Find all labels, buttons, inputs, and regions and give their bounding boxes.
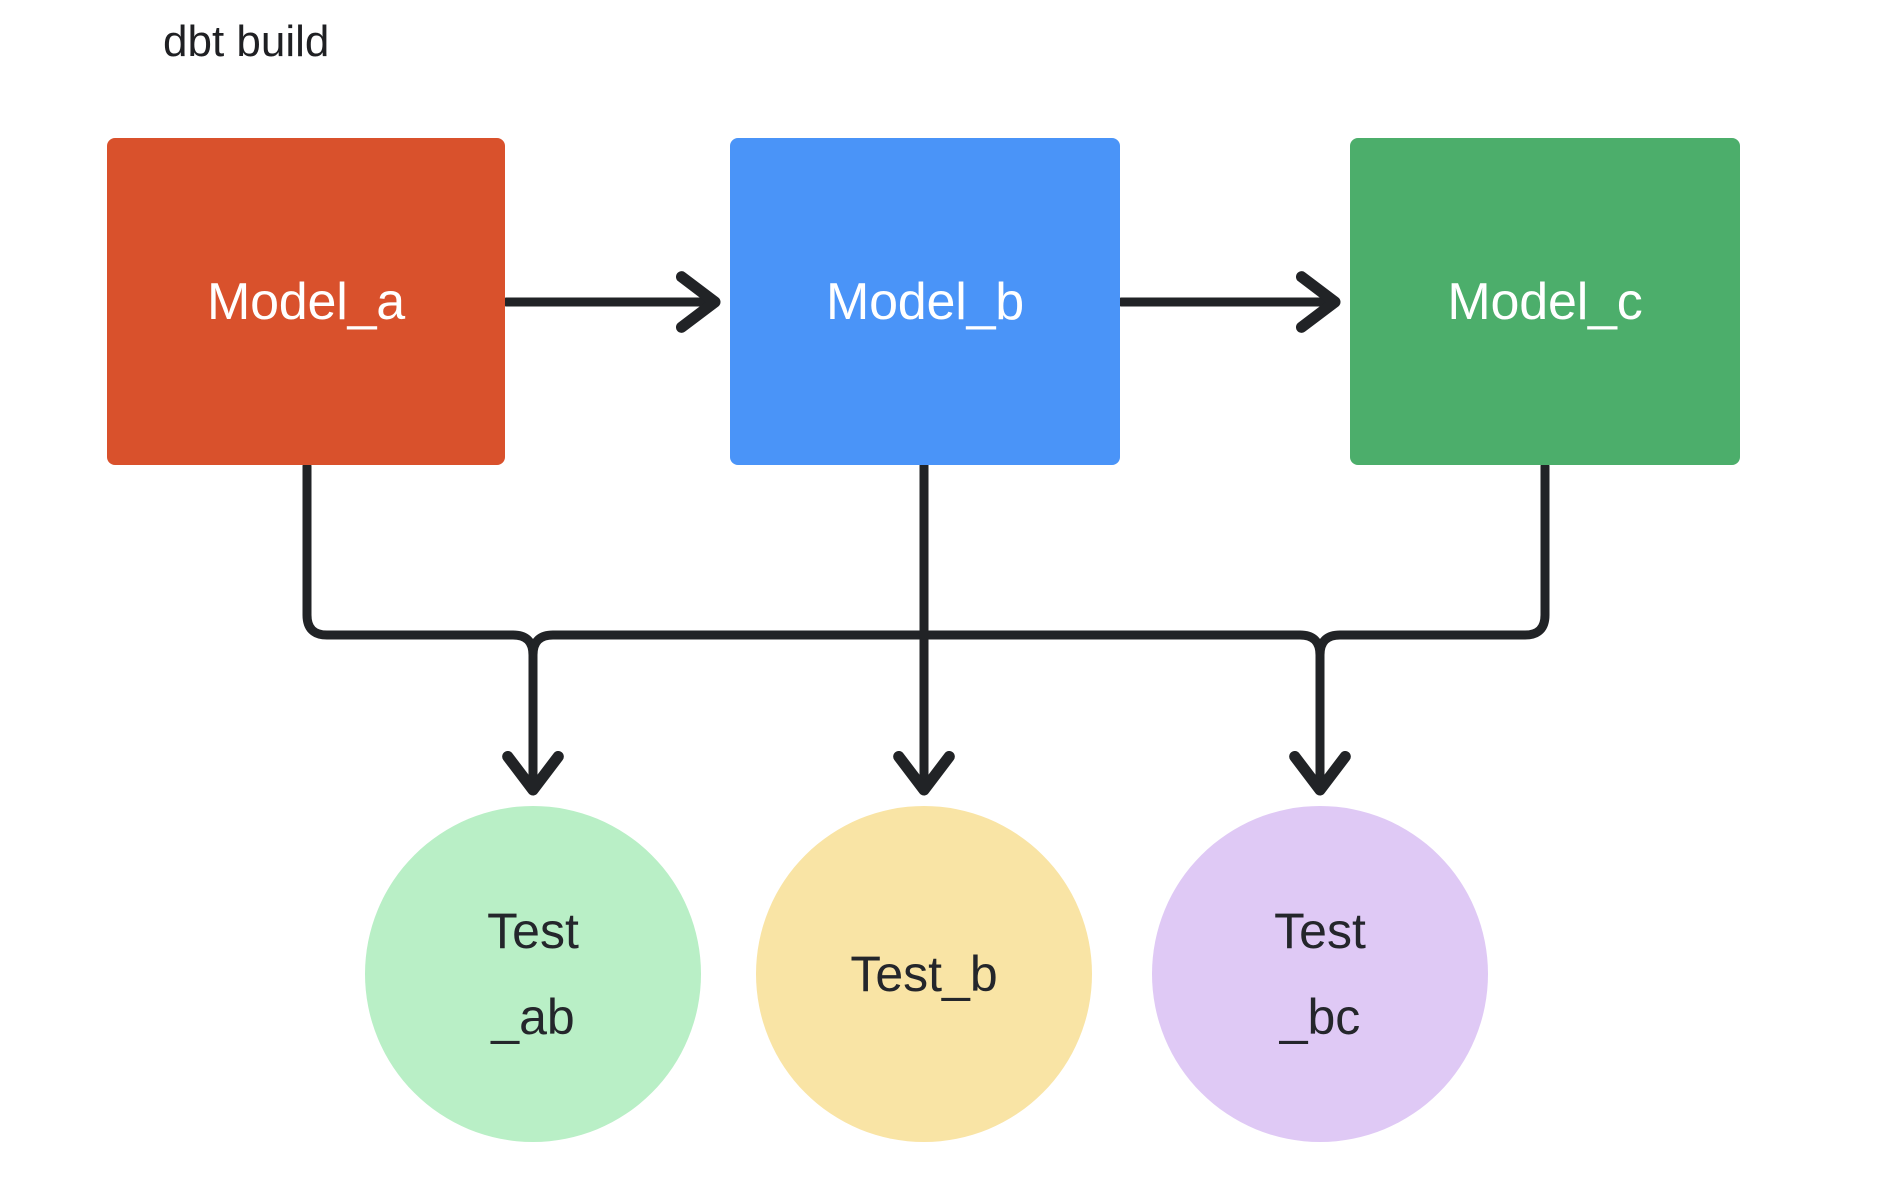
test-bc-label-line1: Test [1274, 903, 1366, 959]
model-node-model-a[interactable]: Model_a [107, 138, 505, 465]
test-bc-label-line2: _bc [1279, 989, 1361, 1045]
test-b-label-line1: Test_b [850, 946, 998, 1002]
test-ab-label-line1: Test [487, 903, 579, 959]
model-c-label: Model_c [1447, 272, 1643, 331]
edge-model-a-to-test-ab [302, 461, 533, 780]
test-node-test-b[interactable]: Test_b [756, 806, 1092, 1142]
model-node-model-c[interactable]: Model_c [1350, 138, 1740, 465]
edge-model-b-to-test-bc [919, 461, 1320, 780]
test-node-test-bc[interactable]: Test _bc [1152, 806, 1488, 1142]
test-node-test-ab[interactable]: Test _ab [365, 806, 701, 1142]
model-a-label: Model_a [206, 272, 406, 331]
edge-model-c-to-test-bc [1315, 461, 1550, 660]
test-ab-label-line2: _ab [491, 989, 575, 1045]
model-b-label: Model_b [825, 272, 1025, 331]
page-title: dbt build [163, 17, 330, 66]
model-node-model-b[interactable]: Model_b [730, 138, 1120, 465]
edge-model-b-to-test-ab [528, 461, 929, 660]
